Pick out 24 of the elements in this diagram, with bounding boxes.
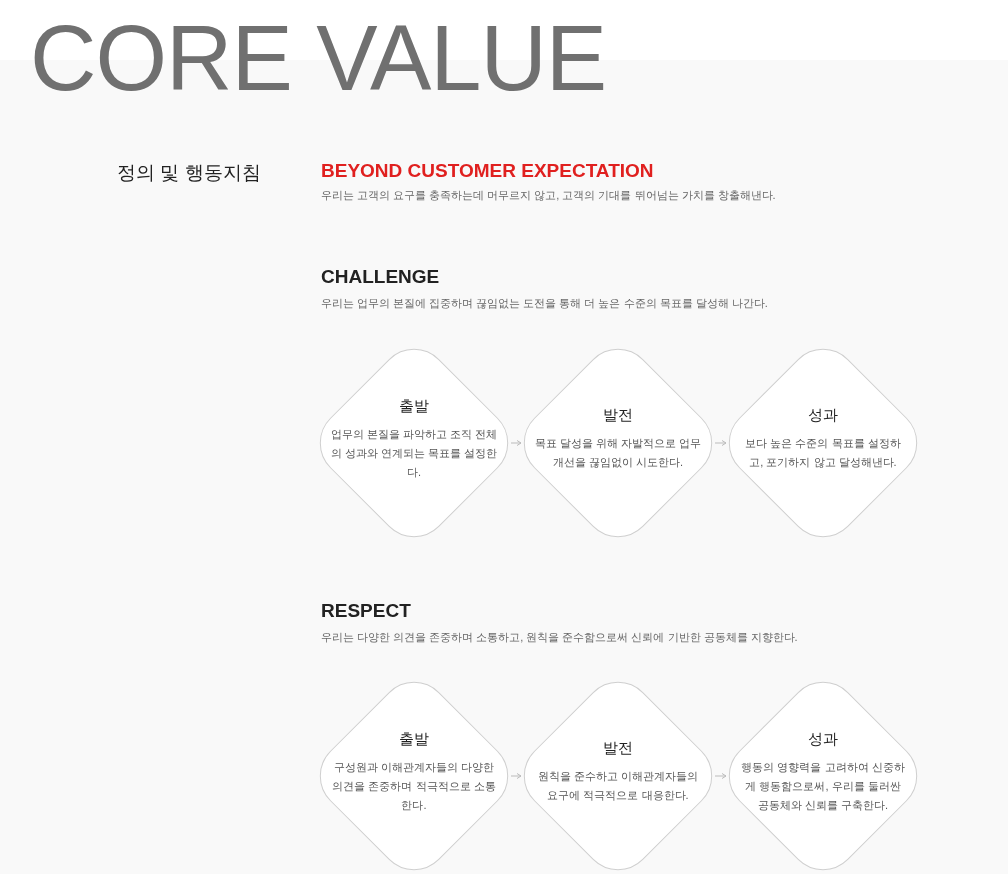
value-heading: BEYOND CUSTOMER EXPECTATION — [321, 160, 654, 182]
step-title: 발전 — [603, 406, 633, 425]
step-description: 행동의 영향력을 고려하여 신중하게 행동함으로써, 우리를 둘러싼 공동체와 신뢰를 구축한다. — [740, 759, 906, 813]
step-description: 보다 높은 수준의 목표를 설정하고, 포기하지 않고 달성해낸다. — [744, 436, 902, 470]
value-heading: CHALLENGE — [321, 266, 440, 288]
step-description: 원칙을 준수하고 이해관계자들의 요구에 적극적으로 대응한다. — [536, 769, 700, 803]
step-description: 업무의 본질을 파악하고 조직 전체의 성과와 연계되는 목표를 설정한다. — [330, 426, 498, 480]
step-description: 구성원과 이해관계자들의 다양한 의견을 존중하며 적극적으로 소통한다. — [331, 759, 497, 813]
step-title: 출발 — [399, 396, 429, 416]
step-title: 출발 — [399, 729, 429, 749]
step-title: 발전 — [603, 739, 633, 758]
page-title: CORE VALUE — [30, 8, 607, 108]
arrow — [510, 773, 522, 779]
value-description: 우리는 고객의 요구를 충족하는데 머무르지 않고, 고객의 기대를 뛰어넘는 가치를 창출해낸다. — [321, 188, 776, 203]
step-title: 성과 — [808, 729, 838, 749]
value-description: 우리는 다양한 의견을 존중하며 소통하고, 원칙을 준수함으로써 신뢰에 기반한 공동체를 지향한다. — [321, 630, 798, 645]
step-description: 목표 달성을 위해 자발적으로 업무 개선을 끊임없이 시도한다. — [534, 436, 702, 470]
section-heading: 정의 및 행동지침 — [117, 161, 261, 185]
arrow — [714, 773, 727, 779]
value-description: 우리는 업무의 본질에 집중하며 끊임없는 도전을 통해 더 높은 수준의 목표를 달성해 나간다. — [321, 296, 768, 311]
step-title: 성과 — [808, 406, 838, 425]
value-heading: RESPECT — [321, 600, 411, 622]
arrow — [510, 440, 522, 446]
arrow — [714, 440, 727, 446]
